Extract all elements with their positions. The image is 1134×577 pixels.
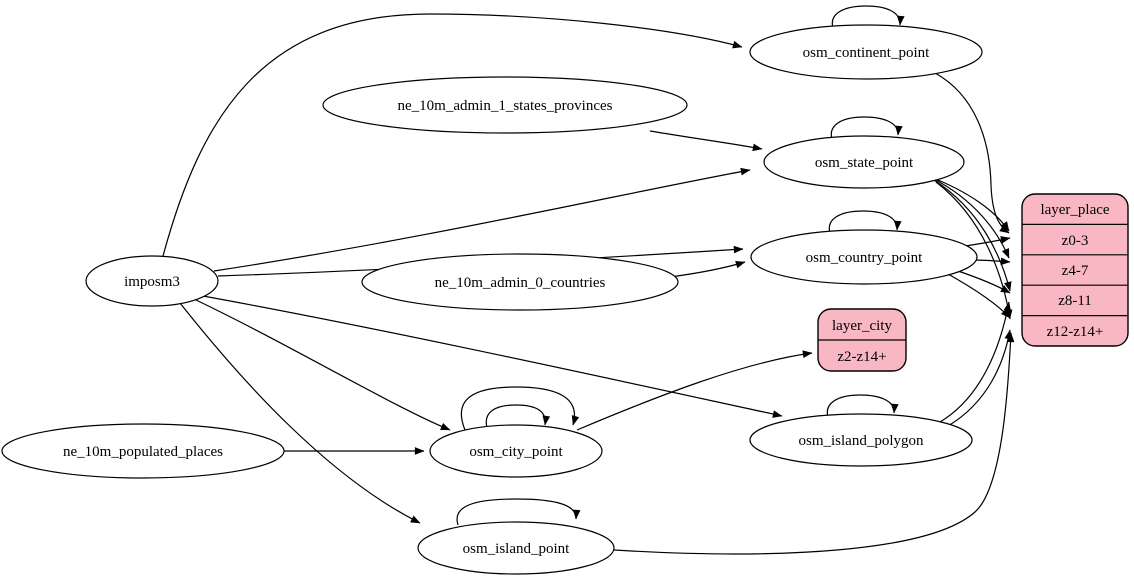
edge-imposm3-osm_city_point	[195, 299, 451, 431]
edge-osm_island_polygon-layer_place-z12-z14	[947, 329, 1013, 427]
selfloop-osm_city_point-inner	[485, 404, 551, 429]
selfloop-osm_continent_point	[831, 5, 905, 29]
selfloop-osm_city_point-outer	[460, 386, 580, 431]
node-imposm3: imposm3	[85, 255, 219, 307]
node-osm_state_point: osm_state_point	[763, 135, 965, 189]
osm_country_point-label: osm_country_point	[806, 250, 923, 266]
ne_10m_populated_places-shape	[1, 423, 285, 479]
selfloop-osm_island_point	[456, 498, 581, 526]
node-osm_country_point: osm_country_point	[750, 229, 978, 285]
layer_place-title: layer_place	[1040, 202, 1109, 218]
node-ne_10m_admin_0_countries: ne_10m_admin_0_countries	[361, 253, 679, 311]
imposm3-label: imposm3	[124, 274, 180, 290]
ne_10m_admin_0_countries-label: ne_10m_admin_0_countries	[435, 275, 606, 291]
osm_country_point-shape	[750, 229, 978, 285]
osm_island_point-label: osm_island_point	[463, 541, 571, 557]
layer_place-row-z4-7: z4-7	[1062, 263, 1089, 279]
selfloop-osm_island_polygon	[826, 394, 899, 418]
record-layer_place: layer_place z0-3 z4-7 z8-11 z12-z14+	[1021, 193, 1129, 347]
osm_island_point-shape	[417, 521, 615, 575]
osm_city_point-shape	[429, 424, 603, 478]
edge-osm_island_polygon-layer_place-z8-11	[939, 301, 1012, 423]
edge-ne_10m_admin_1_states_provinces-osm_state_point	[649, 130, 763, 152]
selfloop-osm_state_point	[830, 116, 903, 140]
edge-osm_continent_point-layer_place-z0-3	[934, 72, 1010, 234]
osm_state_point-label: osm_state_point	[815, 155, 914, 171]
edge-imposm3-osm_continent_point	[162, 13, 743, 257]
record-layer_city: layer_city z2-z14+	[817, 308, 907, 372]
node-osm_continent_point: osm_continent_point	[749, 24, 983, 80]
node-osm_island_point: osm_island_point	[417, 521, 615, 575]
edge-osm_country_point-layer_place-z8-11	[954, 269, 1011, 294]
osm_island_polygon-shape	[749, 413, 973, 467]
layer_city-row-z2-z14: z2-z14+	[837, 349, 886, 365]
node-osm_island_polygon: osm_island_polygon	[749, 413, 973, 467]
edge-osm_city_point-layer_city-z2-z14	[576, 350, 813, 431]
node-osm_city_point: osm_city_point	[429, 424, 603, 478]
osm_continent_point-label: osm_continent_point	[803, 45, 930, 61]
edge-imposm3-osm_island_polygon	[202, 295, 783, 418]
edge-osm_state_point-layer_place-z8-11	[933, 179, 1012, 292]
layer_place-box	[1021, 193, 1129, 347]
osm_state_point-shape	[763, 135, 965, 189]
ne_10m_populated_places-label: ne_10m_populated_places	[63, 444, 223, 460]
edge-imposm3-osm_island_point	[179, 302, 421, 524]
layer_place-row-z8-11: z8-11	[1058, 293, 1092, 309]
imposm3-shape	[85, 255, 219, 307]
layer_place-row-z0-3: z0-3	[1062, 233, 1089, 249]
osm_city_point-label: osm_city_point	[469, 444, 563, 460]
edges-layer	[162, 5, 1015, 555]
edge-ne_10m_admin_0_countries-osm_country_point	[669, 260, 746, 278]
node-ne_10m_populated_places: ne_10m_populated_places	[1, 423, 285, 479]
edge-osm_state_point-layer_place-z0-3	[927, 175, 1010, 232]
ne_10m_admin_1_states_provinces-label: ne_10m_admin_1_states_provinces	[398, 98, 613, 114]
layer_city-title: layer_city	[832, 318, 892, 334]
selfloop-osm_country_point	[828, 210, 902, 234]
layer_place-row-z12-z14: z12-z14+	[1047, 324, 1104, 340]
ne_10m_admin_0_countries-shape	[361, 253, 679, 311]
edge-osm_island_point-layer_place-z12-z14	[613, 332, 1015, 555]
edge-imposm3-osm_state_point	[213, 167, 751, 272]
node-ne_10m_admin_1_states_provinces: ne_10m_admin_1_states_provinces	[322, 76, 688, 134]
edge-osm_state_point-layer_place-z4-7	[931, 177, 1010, 259]
osm_island_polygon-label: osm_island_polygon	[798, 433, 924, 449]
osm_continent_point-shape	[749, 24, 983, 80]
ne_10m_admin_1_states_provinces-shape	[322, 76, 688, 134]
